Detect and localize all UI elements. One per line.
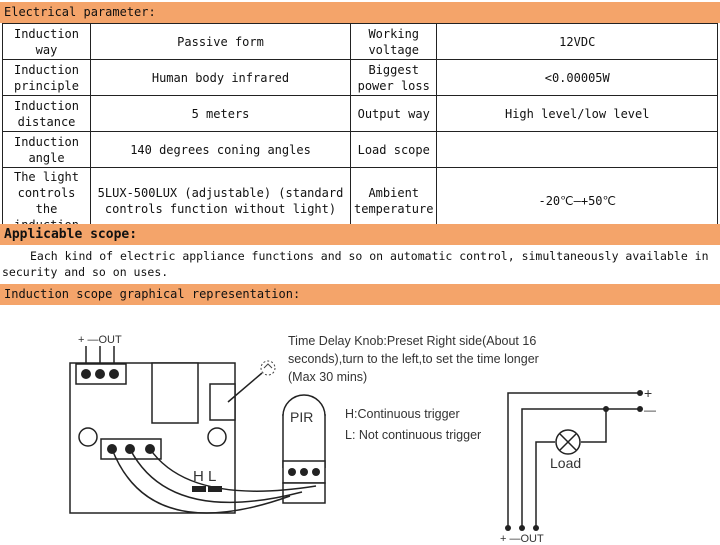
table-row: Induction principle Human body infrared … (2, 59, 718, 96)
graphical-representation-header: Induction scope graphical representation… (0, 284, 720, 305)
table-row: Induction way Passive form Working volta… (2, 23, 718, 60)
param-label: Biggest power loss (349, 59, 438, 96)
pin (81, 369, 91, 379)
wire (111, 448, 291, 514)
table-row: Induction distance 5 meters Output way H… (2, 95, 718, 132)
plus-terminal-label: + (644, 385, 652, 401)
junction-dot (603, 406, 609, 412)
wire-out (535, 441, 555, 528)
param-label: Output way (349, 95, 438, 132)
knob-component (209, 383, 236, 421)
terminal-dot (533, 525, 539, 531)
pir-dome (282, 394, 326, 417)
electrical-parameter-header: Electrical parameter: (0, 2, 720, 23)
param-value: 5 meters (90, 95, 351, 132)
param-value: Passive form (90, 23, 351, 60)
knob-icon (260, 360, 276, 376)
terminal-dot (637, 390, 643, 396)
pir-label: PIR (290, 409, 313, 425)
param-label: Induction principle (2, 59, 91, 96)
pin (300, 468, 308, 476)
pin (109, 369, 119, 379)
mounting-hole (207, 427, 227, 447)
knob-description-line2: seconds),turn to the left,to set the tim… (288, 352, 539, 366)
top-pins-label: + —OUT (78, 334, 122, 346)
applicable-scope-text: Each kind of electric appliance function… (2, 249, 709, 279)
pin (107, 444, 117, 454)
param-value: -20℃—+50℃ (436, 167, 718, 235)
pin (125, 444, 135, 454)
wiring-diagram: + —OUT Time Delay Knob:Preset Right side… (69, 334, 656, 545)
param-value: <0.00005W (436, 59, 718, 96)
param-value: High level/low level (436, 95, 718, 132)
terminal-dot (505, 525, 511, 531)
param-label: Induction distance (2, 95, 91, 132)
knob-description-line3: (Max 30 mins) (288, 370, 367, 384)
pir-terminal (282, 482, 326, 504)
wire-minus (521, 408, 640, 528)
h-trigger-text: H:Continuous trigger (345, 407, 460, 421)
param-label: The light controls the induction (2, 167, 91, 235)
param-label: Induction angle (2, 131, 91, 168)
wire-plus (507, 392, 640, 528)
jumper-l (208, 486, 222, 492)
param-label: Load scope (349, 131, 438, 168)
pin (95, 369, 105, 379)
hl-label: H L (193, 468, 216, 485)
mounting-hole (78, 427, 98, 447)
pin (288, 468, 296, 476)
l-trigger-text: L: Not continuous trigger (345, 428, 481, 442)
pin (145, 444, 155, 454)
param-label: Induction way (2, 23, 91, 60)
terminal-dot (519, 525, 525, 531)
param-value: 5LUX-500LUX (adjustable) (standard contr… (90, 167, 351, 235)
minus-terminal-label: — (644, 403, 656, 417)
load-lamp-cross (559, 433, 577, 451)
param-value (436, 131, 718, 168)
applicable-scope-header: Applicable scope: (0, 224, 720, 245)
knob-description-line1: Time Delay Knob:Preset Right side(About … (288, 334, 536, 348)
jumper-h (192, 486, 206, 492)
table-row: Induction angle 140 degrees coning angle… (2, 131, 718, 168)
load-label: Load (550, 455, 581, 471)
knob-pointer-line (227, 372, 263, 403)
table-row: The light controls the induction 5LUX-50… (2, 167, 718, 235)
wire (129, 448, 303, 504)
param-value: 140 degrees coning angles (90, 131, 351, 168)
pin (312, 468, 320, 476)
parameter-table: Induction way Passive form Working volta… (2, 23, 718, 235)
param-label: Working voltage (349, 23, 438, 60)
bottom-pins-label: + —OUT (500, 533, 544, 545)
param-value: Human body infrared (90, 59, 351, 96)
wire-load (581, 409, 607, 443)
terminal-dot (637, 406, 643, 412)
param-value: 12VDC (436, 23, 718, 60)
param-label: Ambient temperature (349, 167, 438, 235)
relay-component (151, 362, 199, 424)
